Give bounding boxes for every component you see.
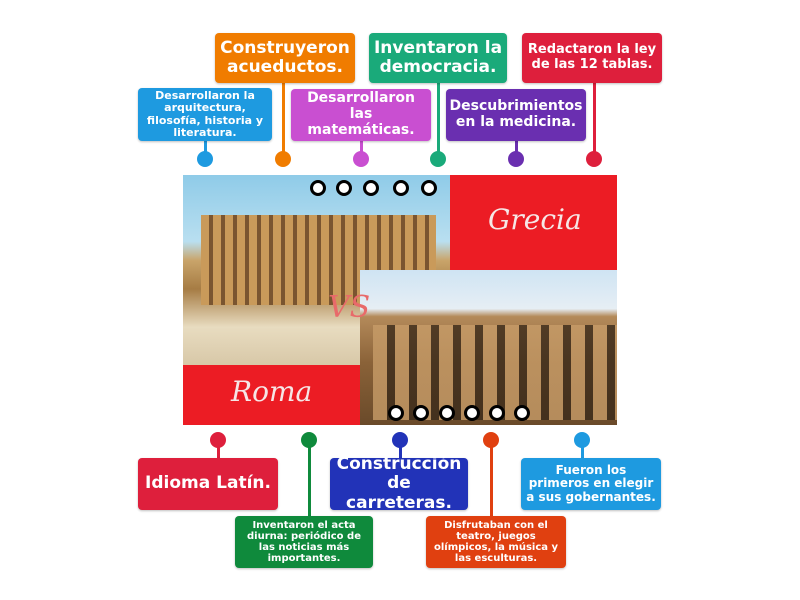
- drop-target[interactable]: [310, 180, 326, 196]
- roma-label: Roma: [231, 375, 313, 408]
- label-democracia[interactable]: Inventaron la democracia.: [369, 33, 507, 83]
- label-stem: [515, 140, 518, 158]
- drop-target[interactable]: [439, 405, 455, 421]
- label-pin[interactable]: [574, 432, 590, 448]
- label-stem: [437, 82, 440, 158]
- label-pin[interactable]: [197, 151, 213, 167]
- colosseum-arches: [373, 325, 617, 420]
- label-stem: [360, 140, 363, 158]
- label-pin[interactable]: [210, 432, 226, 448]
- label-stem: [581, 440, 584, 458]
- drop-target[interactable]: [421, 180, 437, 196]
- label-12-tablas[interactable]: Redactaron la ley de las 12 tablas.: [522, 33, 662, 83]
- label-gobernantes[interactable]: Fueron los primeros en elegir a sus gobe…: [521, 458, 661, 510]
- drop-target[interactable]: [388, 405, 404, 421]
- label-pin[interactable]: [586, 151, 602, 167]
- roma-box: [183, 365, 360, 425]
- label-pin[interactable]: [430, 151, 446, 167]
- drop-target[interactable]: [489, 405, 505, 421]
- vs-label: VS: [328, 290, 371, 325]
- drop-target[interactable]: [413, 405, 429, 421]
- label-pin[interactable]: [275, 151, 291, 167]
- label-stem: [399, 440, 402, 458]
- grecia-box: [450, 175, 617, 270]
- label-acueductos[interactable]: Construyeron acueductos.: [215, 33, 355, 83]
- label-arquitectura[interactable]: Desarrollaron la arquitectura, filosofía…: [138, 88, 272, 141]
- drop-target[interactable]: [336, 180, 352, 196]
- label-teatro[interactable]: Disfrutaban con el teatro, juegos olímpi…: [426, 516, 566, 568]
- label-pin[interactable]: [301, 432, 317, 448]
- label-pin[interactable]: [483, 432, 499, 448]
- drop-target[interactable]: [363, 180, 379, 196]
- label-matematicas[interactable]: Desarrollaron las matemáticas.: [291, 89, 431, 141]
- label-stem: [490, 440, 493, 516]
- grecia-vs-roma-image: Grecia Roma VS: [183, 175, 617, 425]
- label-latin[interactable]: Idioma Latín.: [138, 458, 278, 510]
- label-stem: [282, 82, 285, 158]
- label-pin[interactable]: [353, 151, 369, 167]
- label-pin[interactable]: [508, 151, 524, 167]
- grecia-label: Grecia: [488, 203, 582, 236]
- label-medicina[interactable]: Descubrimientos en la medicina.: [446, 89, 586, 141]
- label-stem: [308, 440, 311, 516]
- drop-target[interactable]: [514, 405, 530, 421]
- label-stem: [204, 140, 207, 158]
- label-pin[interactable]: [392, 432, 408, 448]
- label-stem: [593, 82, 596, 158]
- label-stem: [217, 440, 220, 458]
- drop-target[interactable]: [393, 180, 409, 196]
- label-acta-diurna[interactable]: Inventaron el acta diurna: periódico de …: [235, 516, 373, 568]
- drop-target[interactable]: [464, 405, 480, 421]
- label-carreteras[interactable]: Construcción de carreteras.: [330, 455, 468, 512]
